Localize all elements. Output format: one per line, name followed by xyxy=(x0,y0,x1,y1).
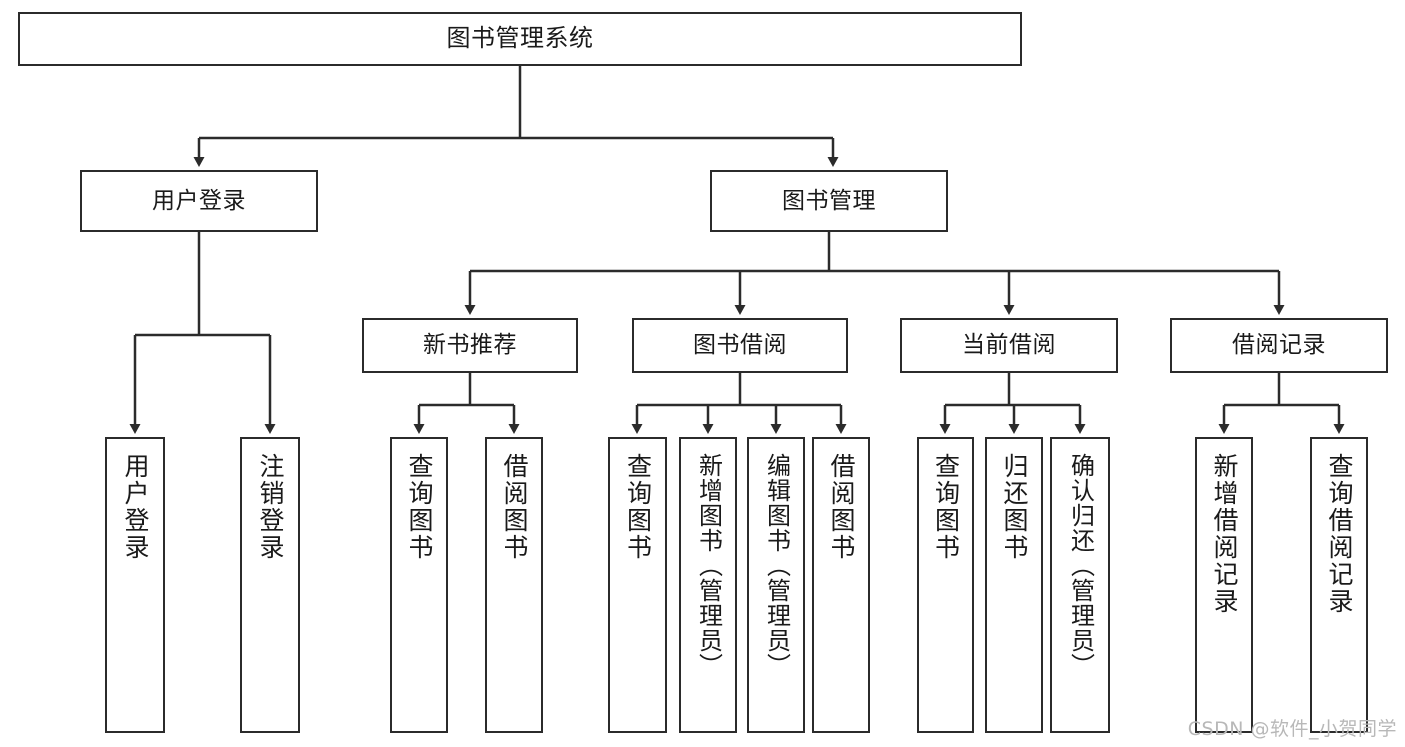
node-root[interactable]: 图书管理系统 xyxy=(18,12,1022,66)
node-leaf-add-book-label: 新增图书（管理员） xyxy=(694,453,723,678)
node-leaf-return-book[interactable]: 归还图书 xyxy=(985,437,1043,733)
node-borrow-record-label: 借阅记录 xyxy=(1232,332,1326,359)
node-leaf-query-book-2[interactable]: 查询图书 xyxy=(608,437,667,733)
node-leaf-query-book-3[interactable]: 查询图书 xyxy=(917,437,974,733)
node-leaf-query-book-1-label: 查询图书 xyxy=(405,453,434,561)
node-leaf-confirm-return[interactable]: 确认归还（管理员） xyxy=(1050,437,1110,733)
node-current-borrow-label: 当前借阅 xyxy=(962,332,1056,359)
node-user-login[interactable]: 用户登录 xyxy=(80,170,318,232)
node-leaf-borrow-book-2-label: 借阅图书 xyxy=(827,453,856,561)
node-book-borrow-label: 图书借阅 xyxy=(693,332,787,359)
node-leaf-edit-book-label: 编辑图书（管理员） xyxy=(762,453,791,678)
node-leaf-add-book[interactable]: 新增图书（管理员） xyxy=(679,437,737,733)
node-leaf-return-book-label: 归还图书 xyxy=(1000,453,1029,561)
node-root-label: 图书管理系统 xyxy=(446,24,594,53)
node-book-manage-label: 图书管理 xyxy=(782,187,876,214)
node-leaf-query-borrow-record-label: 查询借阅记录 xyxy=(1325,453,1354,615)
node-current-borrow[interactable]: 当前借阅 xyxy=(900,318,1118,373)
node-new-book-recommend[interactable]: 新书推荐 xyxy=(362,318,578,373)
node-leaf-user-login[interactable]: 用户登录 xyxy=(105,437,165,733)
node-leaf-edit-book[interactable]: 编辑图书（管理员） xyxy=(747,437,805,733)
node-leaf-borrow-book-1-label: 借阅图书 xyxy=(500,453,529,561)
node-leaf-add-borrow-record-label: 新增借阅记录 xyxy=(1210,453,1239,615)
node-book-manage[interactable]: 图书管理 xyxy=(710,170,948,232)
csdn-watermark: CSDN @软件_小贺同学 xyxy=(1187,718,1397,740)
node-leaf-user-login-label: 用户登录 xyxy=(121,453,150,561)
node-leaf-query-book-2-label: 查询图书 xyxy=(623,453,653,561)
node-leaf-logout-login-label: 注销登录 xyxy=(256,453,285,561)
node-leaf-confirm-return-label: 确认归还（管理员） xyxy=(1066,453,1095,678)
node-borrow-record[interactable]: 借阅记录 xyxy=(1170,318,1388,373)
node-leaf-logout-login[interactable]: 注销登录 xyxy=(240,437,300,733)
node-leaf-borrow-book-1[interactable]: 借阅图书 xyxy=(485,437,543,733)
node-leaf-add-borrow-record[interactable]: 新增借阅记录 xyxy=(1195,437,1253,733)
node-user-login-label: 用户登录 xyxy=(152,187,246,214)
node-new-book-recommend-label: 新书推荐 xyxy=(423,332,517,359)
node-leaf-query-book-1[interactable]: 查询图书 xyxy=(390,437,448,733)
node-leaf-query-borrow-record[interactable]: 查询借阅记录 xyxy=(1310,437,1368,733)
node-book-borrow[interactable]: 图书借阅 xyxy=(632,318,848,373)
node-leaf-borrow-book-2[interactable]: 借阅图书 xyxy=(812,437,870,733)
node-leaf-query-book-3-label: 查询图书 xyxy=(931,453,961,561)
